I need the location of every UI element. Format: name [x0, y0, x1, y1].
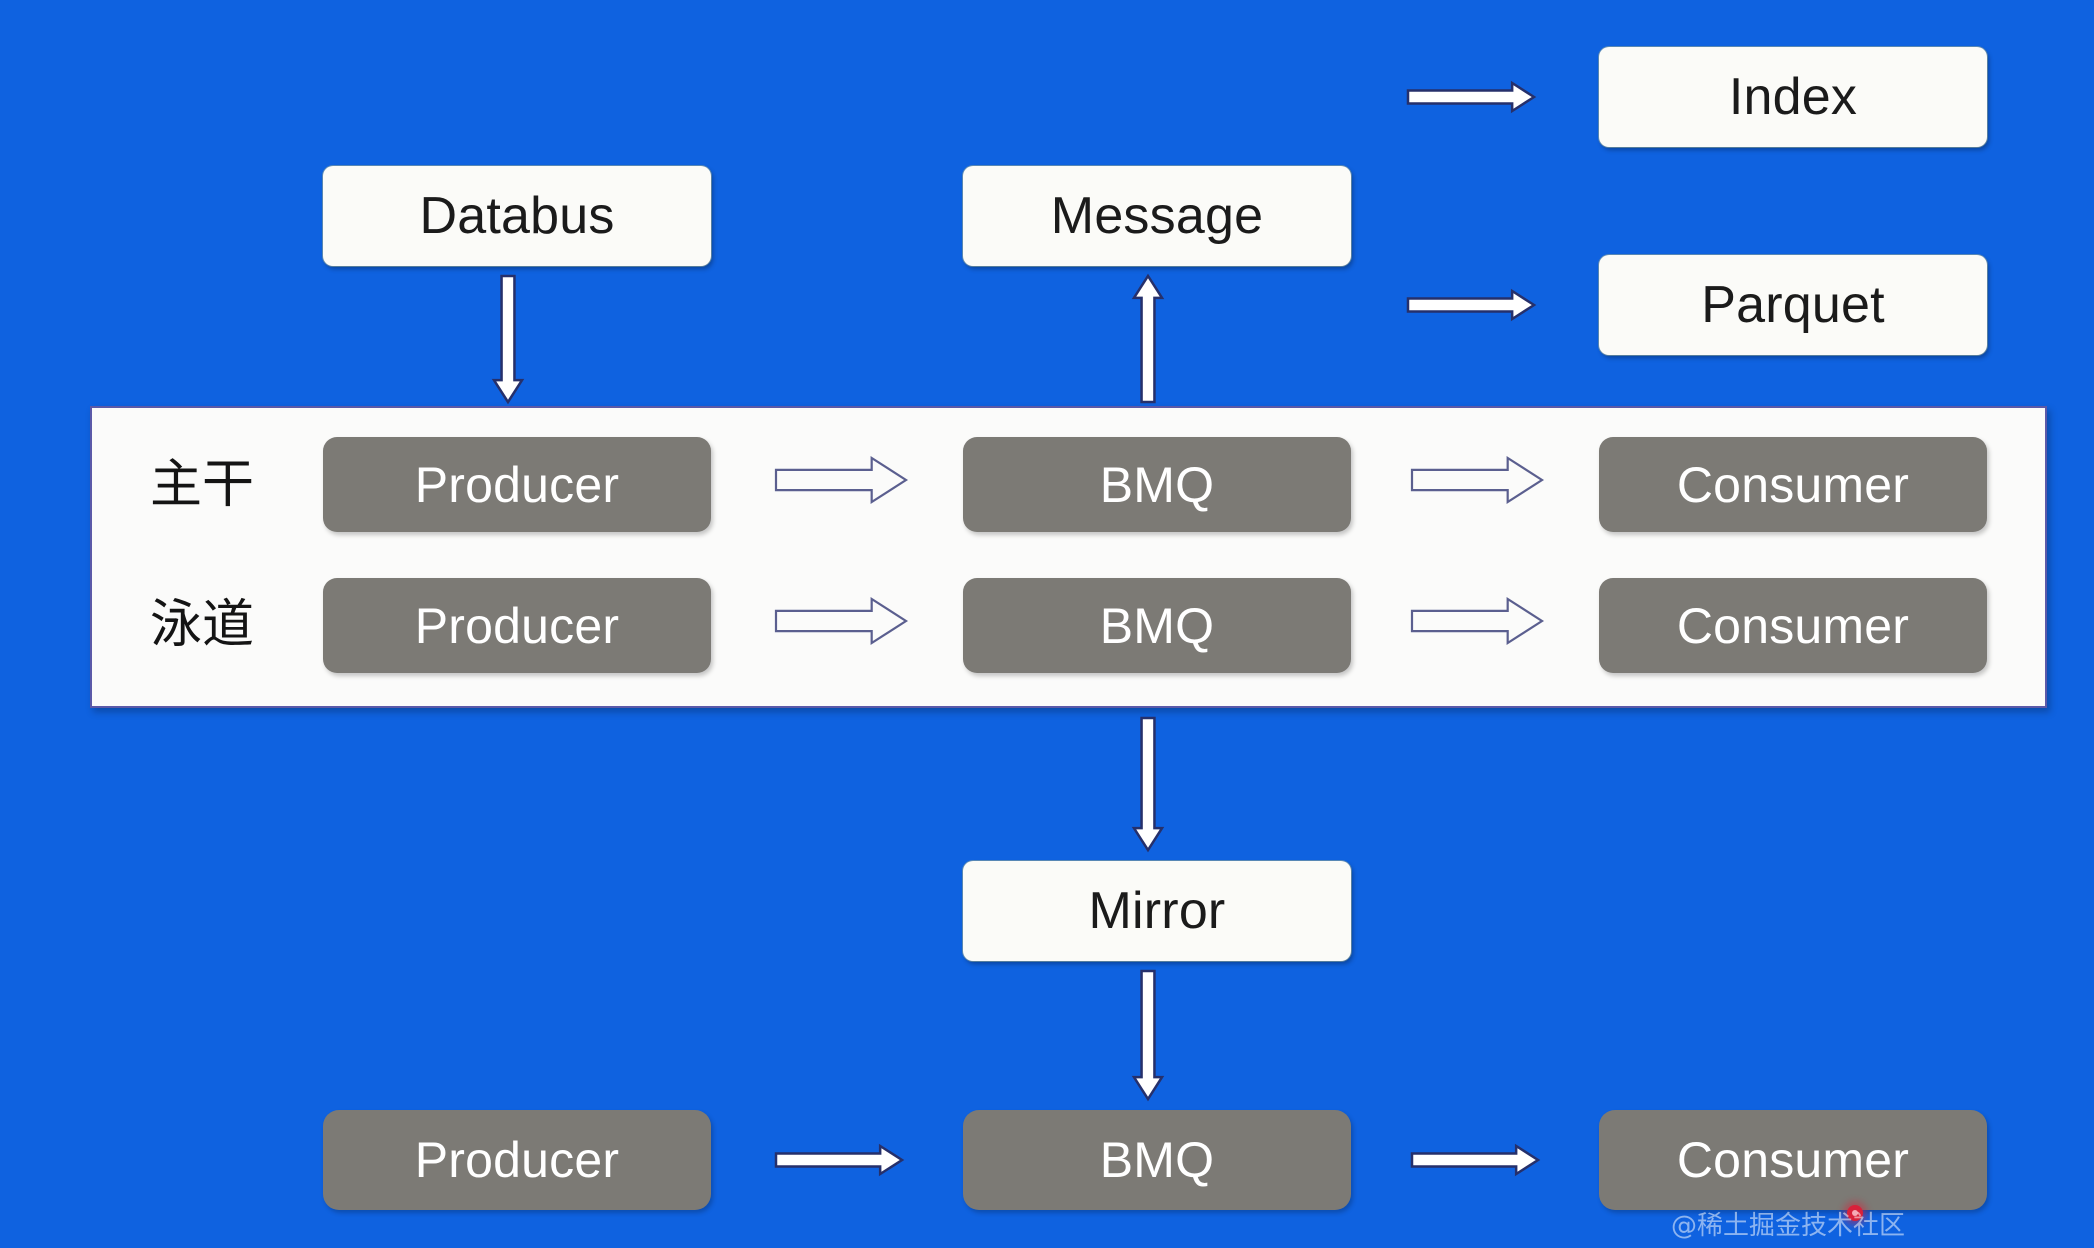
node-parquet[interactable]: Parquet: [1599, 255, 1987, 355]
arrow-message-to-index: [1406, 80, 1537, 114]
node-databus[interactable]: Databus: [323, 166, 711, 266]
arrow-producer-to-bmq-lane: [774, 596, 909, 646]
node-message[interactable]: Message: [963, 166, 1351, 266]
node-producer-bottom[interactable]: Producer: [323, 1110, 711, 1210]
arrow-databus-to-producer: [491, 274, 525, 405]
node-consumer-bottom[interactable]: Consumer: [1599, 1110, 1987, 1210]
node-bmq-trunk[interactable]: BMQ: [963, 437, 1351, 532]
arrow-message-to-parquet: [1406, 288, 1537, 322]
lane-label-swimlane: 泳道: [150, 595, 255, 655]
arrow-bmq-to-message: [1131, 273, 1165, 404]
node-producer-swimlane[interactable]: Producer: [323, 578, 711, 673]
arrow-panel-to-mirror: [1131, 716, 1165, 853]
recording-dot-icon: [1847, 1205, 1863, 1221]
node-producer-trunk[interactable]: Producer: [323, 437, 711, 532]
node-index[interactable]: Index: [1599, 47, 1987, 147]
arrow-bmq-to-consumer-trunk: [1410, 455, 1545, 505]
arrow-bmq-to-consumer-lane: [1410, 596, 1545, 646]
node-bmq-swimlane[interactable]: BMQ: [963, 578, 1351, 673]
node-consumer-swimlane[interactable]: Consumer: [1599, 578, 1987, 673]
lane-label-trunk: 主干: [150, 455, 255, 515]
arrow-producer-to-bmq-bottom: [774, 1143, 905, 1177]
watermark-text: @稀土掘金技术社区: [1670, 1211, 1905, 1241]
node-mirror[interactable]: Mirror: [963, 861, 1351, 961]
arrow-bmq-to-consumer-bottom: [1410, 1143, 1541, 1177]
node-consumer-trunk[interactable]: Consumer: [1599, 437, 1987, 532]
arrow-mirror-to-bmq: [1131, 969, 1165, 1102]
node-bmq-bottom[interactable]: BMQ: [963, 1110, 1351, 1210]
arrow-producer-to-bmq-trunk: [774, 455, 909, 505]
